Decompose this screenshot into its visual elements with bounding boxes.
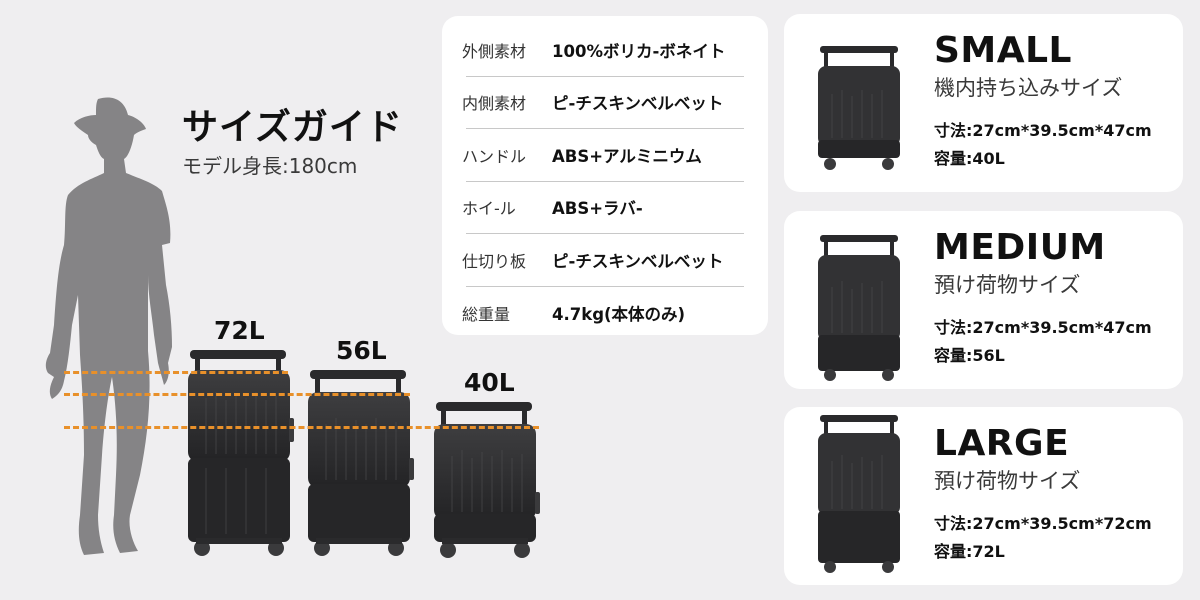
spec-value: 100%ボリカ-ボネイト — [552, 41, 726, 61]
size-card-small: SMALL 機内持ち込みサイズ 寸法:27cm*39.5cm*47cm 容量:4… — [784, 14, 1183, 192]
page-title: サイズガイド — [182, 107, 403, 148]
spec-value: 4.7kg(本体のみ) — [552, 304, 686, 324]
suitcase-40l-label: 40L — [464, 368, 515, 397]
size-capacity: 容量:40L — [934, 149, 1005, 168]
spec-value: ABS+ラバ- — [552, 199, 643, 219]
size-card-large: LARGE 預け荷物サイズ 寸法:27cm*39.5cm*72cm 容量:72L — [784, 407, 1183, 585]
spec-value: ピ-チスキンベルベット — [552, 251, 724, 271]
size-capacity: 容量:72L — [934, 542, 1005, 561]
spec-row-divider: 仕切り板 ピ-チスキンベルベット — [462, 234, 744, 287]
spec-row-inner-material: 内側素材 ピ-チスキンベルベット — [462, 77, 744, 129]
size-name: MEDIUM — [934, 227, 1106, 268]
suitcase-icon — [308, 370, 414, 556]
suitcase-small-icon — [818, 46, 900, 170]
size-description: 預け荷物サイズ — [934, 469, 1081, 493]
size-card-medium: MEDIUM 預け荷物サイズ 寸法:27cm*39.5cm*47cm 容量:56… — [784, 211, 1183, 389]
size-dimensions: 寸法:27cm*39.5cm*72cm — [934, 514, 1152, 533]
spec-row-weight: 総重量 4.7kg(本体のみ) — [462, 287, 744, 340]
suitcase-large-icon — [818, 415, 900, 573]
spec-table: 外側素材 100%ボリカ-ボネイト 内側素材 ピ-チスキンベルベット ハンドル … — [442, 16, 768, 335]
model-height-label: モデル身長:180cm — [182, 154, 358, 178]
guide-line-40l — [64, 426, 539, 429]
size-dimensions: 寸法:27cm*39.5cm*47cm — [934, 318, 1152, 337]
spec-key: 内側素材 — [462, 94, 527, 114]
spec-key: 仕切り板 — [462, 251, 527, 271]
size-description: 機内持ち込みサイズ — [934, 76, 1123, 100]
suitcase-72l-label: 72L — [214, 316, 265, 345]
size-name: LARGE — [934, 423, 1070, 464]
spec-row-handle: ハンドル ABS+アルミニウム — [462, 129, 744, 182]
size-description: 預け荷物サイズ — [934, 273, 1081, 297]
suitcase-40l-image — [432, 400, 542, 560]
suitcase-56l-image — [306, 368, 416, 560]
suitcase-72l-image — [186, 348, 296, 560]
spec-key: ハンドル — [462, 146, 527, 166]
spec-row-wheel: ホイ-ル ABS+ラバ- — [462, 182, 744, 234]
suitcase-medium-icon — [818, 235, 900, 381]
suitcase-icon — [434, 402, 540, 558]
model-silhouette-icon — [45, 97, 173, 555]
guide-line-72l — [64, 371, 288, 374]
spec-value: ピ-チスキンベルベット — [552, 94, 724, 114]
spec-key: ホイ-ル — [462, 199, 516, 219]
spec-key: 総重量 — [462, 304, 511, 324]
spec-value: ABS+アルミニウム — [552, 146, 702, 166]
spec-row-outer-material: 外側素材 100%ボリカ-ボネイト — [462, 24, 744, 77]
guide-line-56l — [64, 393, 410, 396]
spec-key: 外側素材 — [462, 41, 527, 61]
size-dimensions: 寸法:27cm*39.5cm*47cm — [934, 121, 1152, 140]
suitcase-56l-label: 56L — [336, 336, 387, 365]
size-capacity: 容量:56L — [934, 346, 1005, 365]
suitcase-icon — [188, 350, 294, 556]
size-name: SMALL — [934, 30, 1072, 71]
